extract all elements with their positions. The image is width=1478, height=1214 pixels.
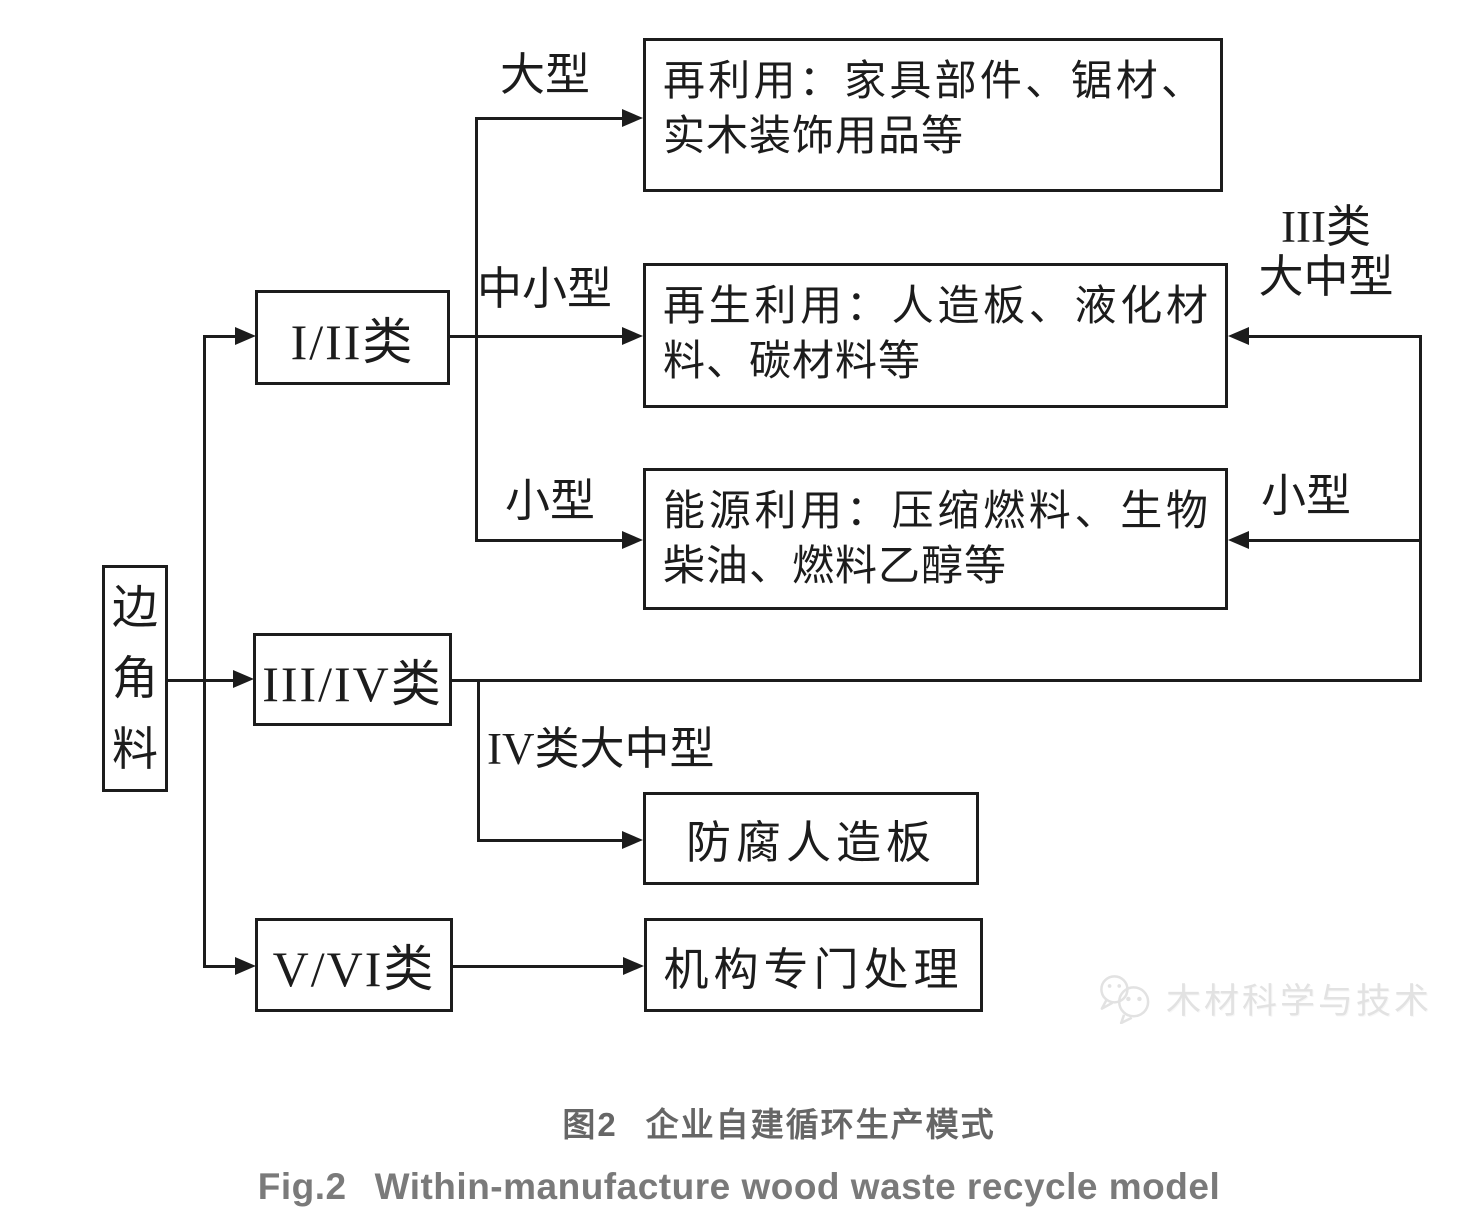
wechat-watermark: 木材科学与技术 <box>1094 972 1432 1024</box>
trunk-to-class56-line <box>203 965 237 968</box>
figure-caption-zh: 图2 企业自建循环生产模式 <box>40 1098 1478 1146</box>
arrow-left-icon <box>1228 327 1249 345</box>
figure-caption-zh-number: 图2 <box>562 1106 618 1143</box>
figure-caption-en: Fig.2 Within-manufacture wood waste recyc… <box>0 1166 1478 1208</box>
wechat-logo-icon <box>1100 975 1150 1024</box>
scrap-material-label: 边角料 <box>112 582 158 775</box>
edge-label-class3-line1: III类 <box>1281 202 1371 252</box>
trunk-to-class12-line <box>203 335 237 338</box>
class34-out-line <box>452 679 1422 682</box>
branch-to-preserved-line <box>477 839 623 842</box>
preserved-panel-output-node: 防腐人造板 <box>643 792 979 885</box>
scrap-material-node: 边角料 <box>102 565 168 792</box>
branch-to-reuse-line <box>475 117 623 120</box>
class-1-2-node: I/II类 <box>255 290 450 385</box>
edge-label-class4-large-medium: IV类大中型 <box>487 724 715 774</box>
return-to-energy-line <box>1249 539 1421 542</box>
return-to-recycling-line <box>1249 335 1421 338</box>
arrow-right-icon <box>622 327 643 345</box>
energy-output-node: 能源利用：压缩燃料、生物柴油、燃料乙醇等 <box>643 468 1228 610</box>
figure-caption-zh-title: 企业自建循环生产模式 <box>645 1106 996 1143</box>
arrow-right-icon <box>235 327 256 345</box>
right-return-line <box>1419 335 1422 682</box>
arrow-right-icon <box>235 957 256 975</box>
edge-label-small-left: 小型 <box>505 476 596 526</box>
arrow-right-icon <box>622 531 643 549</box>
figure-caption-en-number: Fig.2 <box>257 1166 347 1207</box>
edge-label-class3-line2: 大中型 <box>1258 252 1394 303</box>
class56-to-institution-line <box>453 965 624 968</box>
class12-branch-line <box>475 117 478 542</box>
arrow-right-icon <box>622 109 643 127</box>
edge-label-medium-small: 中小型 <box>477 264 613 314</box>
class-3-4-node: III/IV类 <box>253 633 452 726</box>
arrow-right-icon <box>623 957 644 975</box>
institution-treatment-output-node: 机构专门处理 <box>644 918 983 1012</box>
class-3-4-label: III/IV类 <box>262 655 443 712</box>
edge-label-class3-large-medium: III类 大中型 <box>1238 202 1414 303</box>
source-to-class34-line <box>167 679 237 682</box>
recycling-output-node: 再生利用：人造板、液化材料、碳材料等 <box>643 263 1228 408</box>
trunk-line <box>203 335 206 968</box>
class-5-6-node: V/VI类 <box>255 918 453 1012</box>
arrow-right-icon <box>233 670 254 688</box>
class-5-6-label: V/VI类 <box>272 941 436 997</box>
arrow-left-icon <box>1228 531 1249 549</box>
edge-label-small-right: 小型 <box>1261 471 1352 521</box>
branch-to-energy-line <box>475 539 623 542</box>
edge-label-large: 大型 <box>500 50 591 100</box>
arrow-right-icon <box>622 831 643 849</box>
class34-branch-line <box>477 679 480 841</box>
class12-to-recycling-line <box>450 335 624 338</box>
class-1-2-label: I/II类 <box>290 313 415 370</box>
reuse-output-node: 再利用：家具部件、锯材、实木装饰用品等 <box>643 38 1223 192</box>
watermark-text: 木材科学与技术 <box>1166 981 1433 1021</box>
figure-caption-en-title: Within-manufacture wood waste recycle mo… <box>374 1166 1221 1207</box>
